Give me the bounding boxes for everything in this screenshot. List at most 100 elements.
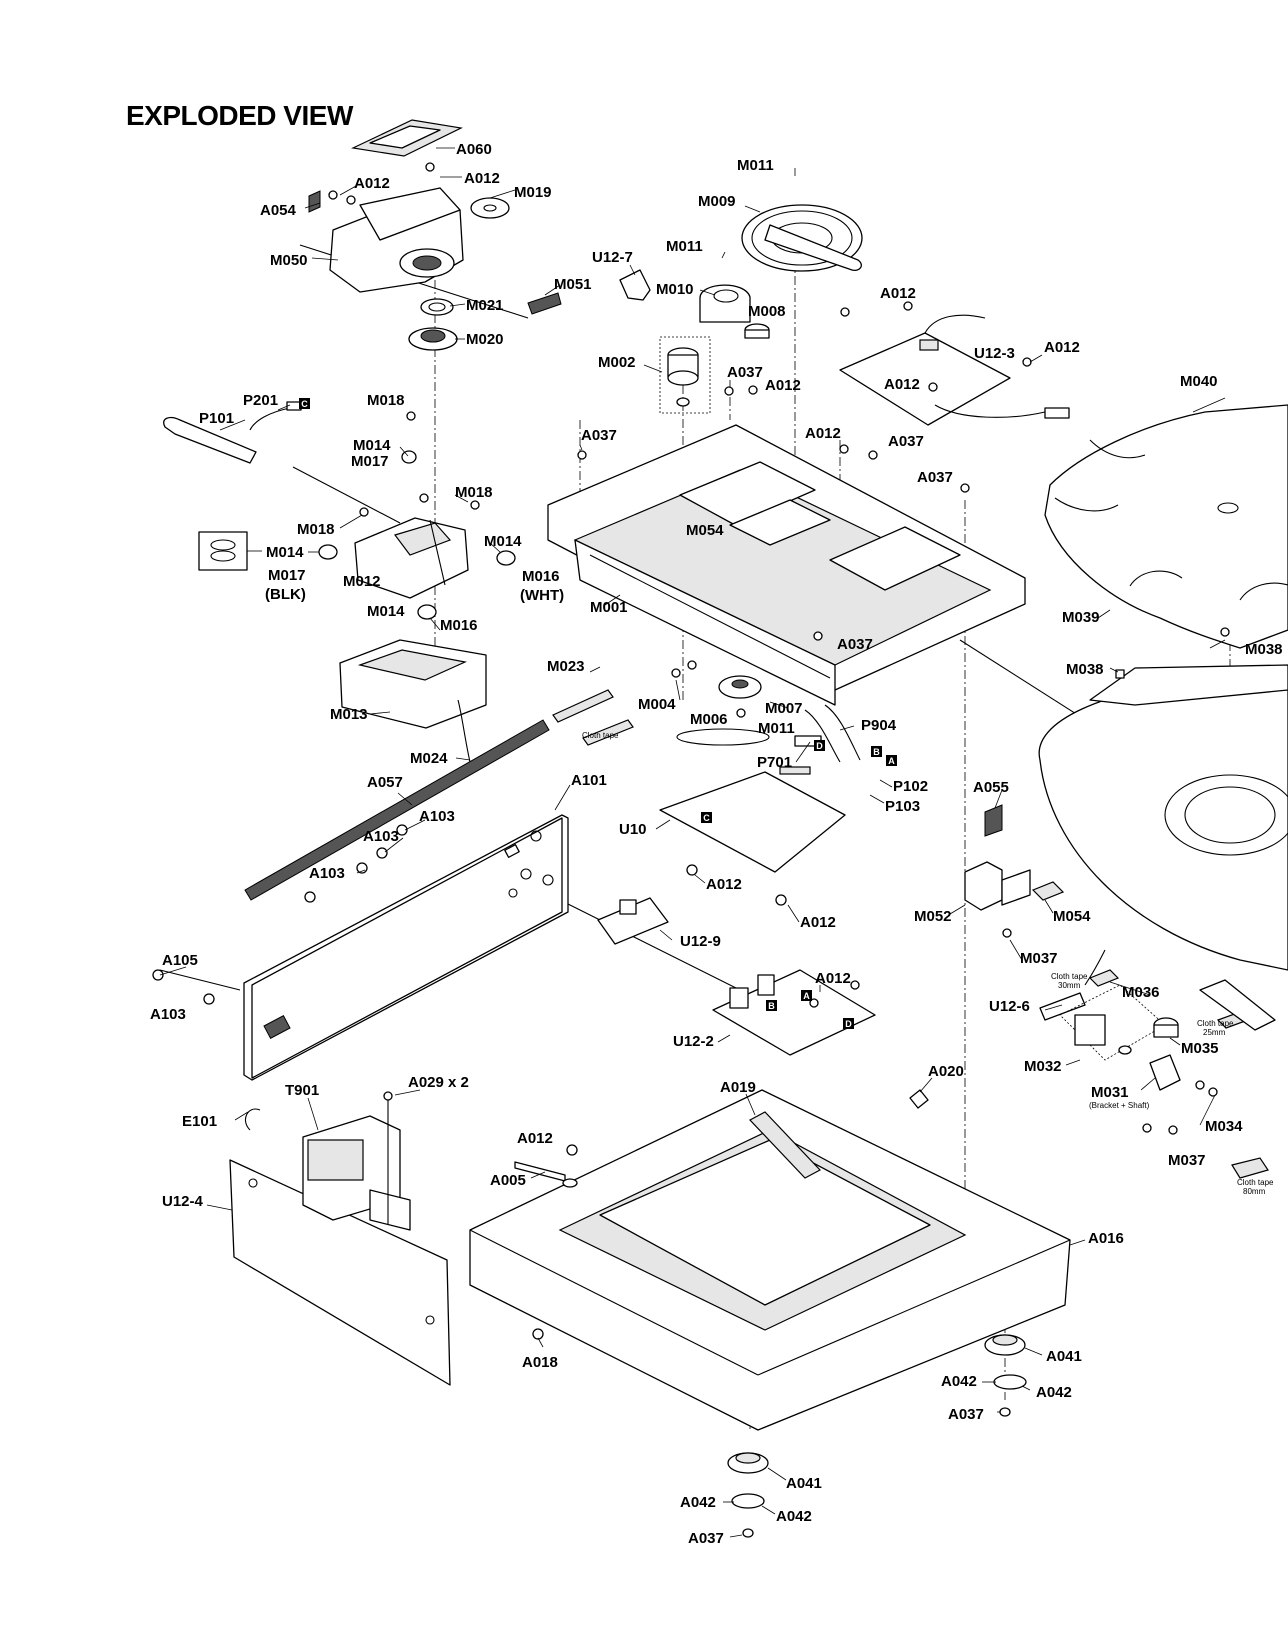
label-m023: M023 [547, 658, 585, 675]
label-a057: A057 [367, 774, 403, 791]
label-a055: A055 [973, 779, 1009, 796]
label-a103: A103 [363, 828, 399, 845]
label-m037: M037 [1020, 950, 1058, 967]
label-m010: M010 [656, 281, 694, 298]
label-m054: M054 [1053, 908, 1091, 925]
label-m018: M018 [455, 484, 493, 501]
label-m020: M020 [466, 331, 504, 348]
label-m037: M037 [1168, 1152, 1206, 1169]
label-p103: P103 [885, 798, 920, 815]
label-t901: T901 [285, 1082, 319, 1099]
label-a103: A103 [419, 808, 455, 825]
label-m052: M052 [914, 908, 952, 925]
label-a012: A012 [880, 285, 916, 302]
label-m014: M014 [367, 603, 405, 620]
label-m050: M050 [270, 252, 308, 269]
label-u12-6: U12-6 [989, 998, 1030, 1015]
bottom-chassis [469, 1089, 1071, 1431]
label-m006: M006 [690, 711, 728, 728]
disc-carousel [1038, 404, 1288, 971]
label-a037: A037 [837, 636, 873, 653]
label-m009: M009 [698, 193, 736, 210]
label-m016: M016 [440, 617, 478, 634]
svg-text:B: B [768, 1001, 775, 1011]
label-p101: P101 [199, 410, 234, 427]
label-a054: A054 [260, 202, 297, 219]
label-m012: M012 [343, 573, 381, 590]
label-a041: A041 [786, 1475, 822, 1492]
label-m038: M038 [1245, 641, 1283, 658]
badge-d-u12-2: D [843, 1018, 854, 1029]
label-m024: M024 [410, 750, 448, 767]
feet [727, 1334, 1027, 1538]
label-u12-3: U12-3 [974, 345, 1015, 362]
note-cloth-tape-80-len: 80mm [1243, 1187, 1266, 1196]
badge-b-p102: B [871, 746, 882, 757]
label-m035: M035 [1181, 1040, 1219, 1057]
label-a103: A103 [150, 1006, 186, 1023]
label-m011: M011 [737, 157, 774, 174]
label-m002: M002 [598, 354, 636, 371]
label-a012: A012 [706, 876, 742, 893]
label-a012: A012 [884, 376, 920, 393]
label-wht: (WHT) [520, 587, 564, 604]
note-cloth-tape-30-len: 30mm [1058, 981, 1081, 990]
label-e101: E101 [182, 1113, 217, 1130]
label-a020: A020 [928, 1063, 964, 1080]
svg-text:B: B [873, 747, 880, 757]
board-u12-3 [839, 301, 1070, 426]
label-p102: P102 [893, 778, 928, 795]
label-m021: M021 [466, 297, 504, 314]
label-u12-7: U12-7 [592, 249, 633, 266]
label-m018: M018 [367, 392, 405, 409]
label-a101: A101 [571, 772, 607, 789]
note-cloth-tape-m023: Cloth tape [582, 731, 619, 740]
svg-text:D: D [845, 1019, 852, 1029]
note-cloth-tape-30: Cloth tape [1051, 972, 1088, 981]
transformer-rear-panel [229, 1091, 451, 1386]
label-m013: M013 [330, 706, 368, 723]
note-cloth-tape-25: Cloth tape [1197, 1019, 1234, 1028]
badge-a-u12-2: A [801, 990, 812, 1001]
label-m004: M004 [638, 696, 676, 713]
label-m007: M007 [765, 700, 803, 717]
label-a105: A105 [162, 952, 198, 969]
label-a037: A037 [888, 433, 924, 450]
svg-text:C: C [703, 813, 710, 823]
label-a060: A060 [456, 141, 492, 158]
label-a037: A037 [688, 1530, 724, 1547]
label-m011: M011 [758, 720, 795, 737]
label-p904: P904 [861, 717, 897, 734]
label-a012: A012 [765, 377, 801, 394]
label-m011: M011 [666, 238, 703, 255]
front-panel-assembly [152, 689, 634, 1081]
label-m017: M017 [351, 453, 389, 470]
label-a005: A005 [490, 1172, 526, 1189]
circuit-boards [597, 704, 876, 1056]
label-u12-4: U12-4 [162, 1193, 204, 1210]
label-m051: M051 [554, 276, 592, 293]
label-a012: A012 [800, 914, 836, 931]
label-p201: P201 [243, 392, 278, 409]
label-m034: M034 [1205, 1118, 1243, 1135]
label-a012: A012 [815, 970, 851, 987]
label-a029x2: A029 x 2 [408, 1074, 469, 1091]
part-labels: A060 A012 A012 M019 A054 M050 M051 M021 … [150, 141, 1283, 1547]
label-m032: M032 [1024, 1058, 1062, 1075]
label-m001: M001 [590, 599, 628, 616]
label-a042: A042 [680, 1494, 716, 1511]
label-a016: A016 [1088, 1230, 1124, 1247]
label-m039: M039 [1062, 609, 1100, 626]
badge-d-p701: D [814, 740, 825, 751]
loading-motor-assembly [964, 804, 1276, 1179]
connector-badges: C D B A C A B D [299, 398, 897, 1029]
label-blk: (BLK) [265, 586, 306, 603]
label-u10: U10 [619, 821, 647, 838]
label-a012: A012 [464, 170, 500, 187]
label-u12-9: U12-9 [680, 933, 721, 950]
label-m014: M014 [353, 437, 391, 454]
label-m031: M031 [1091, 1084, 1129, 1101]
label-a037: A037 [917, 469, 953, 486]
label-a042: A042 [941, 1373, 977, 1390]
